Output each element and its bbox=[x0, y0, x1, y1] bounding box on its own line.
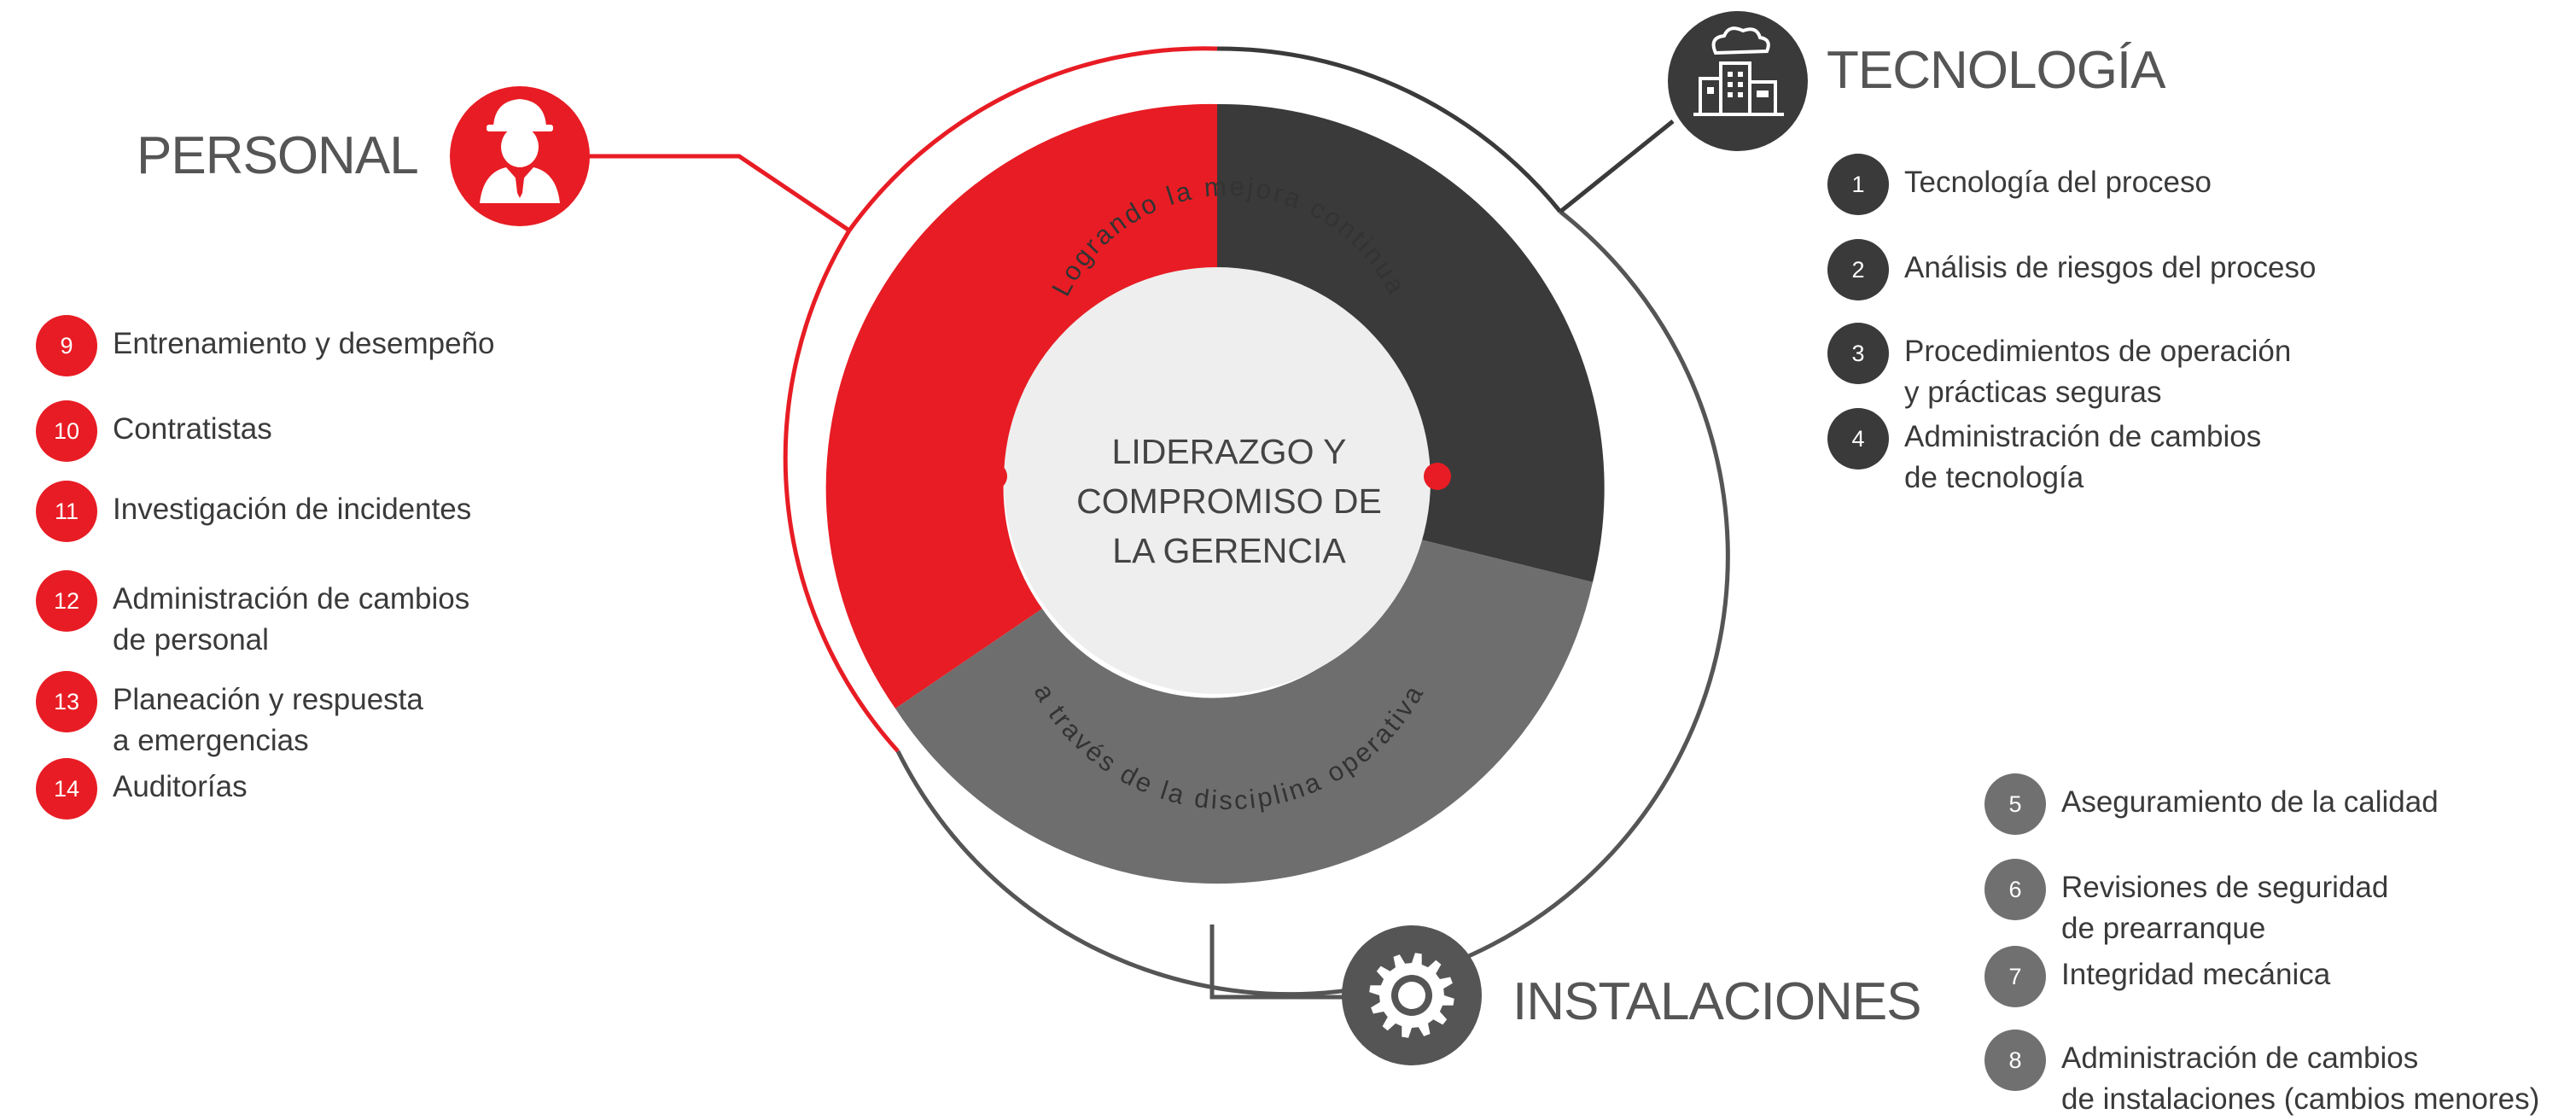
item-number-badge: 6 bbox=[1984, 859, 2046, 920]
center-dot-right bbox=[1424, 463, 1451, 490]
item-number-badge: 8 bbox=[1984, 1030, 2046, 1091]
personal-item: 13 Planeación y respuesta a emergencias bbox=[36, 671, 423, 761]
item-label: Planeación y respuesta a emergencias bbox=[113, 683, 423, 757]
item-label: Investigación de incidentes bbox=[113, 493, 472, 526]
item-number-badge: 4 bbox=[1827, 408, 1889, 470]
outer-ring-red bbox=[847, 46, 1218, 232]
instalaciones-item: 8 Administración de cambios de instalaci… bbox=[1984, 1030, 2539, 1120]
donut-segment-red bbox=[825, 103, 1217, 709]
instalaciones-connector bbox=[1209, 925, 1352, 1000]
item-number-badge: 12 bbox=[36, 570, 97, 632]
item-number-badge: 14 bbox=[36, 758, 97, 820]
item-number-badge: 11 bbox=[36, 481, 97, 542]
factory-icon bbox=[1693, 26, 1784, 116]
item-label: Administración de cambios de personal bbox=[113, 582, 470, 656]
personal-item: 10 Contratistas bbox=[36, 400, 272, 462]
instalaciones-item: 6 Revisiones de seguridad de prearranque bbox=[1984, 859, 2388, 949]
instalaciones-item: 5 Aseguramiento de la calidad bbox=[1984, 773, 2439, 835]
item-label: Integridad mecánica bbox=[2061, 958, 2331, 991]
item-number-badge: 2 bbox=[1827, 239, 1889, 300]
item-label: Aseguramiento de la calidad bbox=[2061, 785, 2439, 819]
gear-hub bbox=[1398, 982, 1425, 1009]
personal-item: 11 Investigación de incidentes bbox=[36, 481, 471, 542]
item-number-badge: 13 bbox=[36, 671, 97, 732]
center-dot-left bbox=[980, 463, 1007, 490]
donut-segment-dark bbox=[1217, 103, 1605, 582]
tecnologia-title: TECNOLOGÍA bbox=[1827, 41, 2166, 100]
donut-segment-gray bbox=[895, 538, 1593, 884]
item-label: Revisiones de seguridad de prearranque bbox=[2061, 871, 2389, 945]
item-label: Contratistas bbox=[113, 412, 272, 446]
item-label: Auditorías bbox=[113, 770, 248, 803]
outer-ring-red-left bbox=[783, 229, 900, 753]
item-label: Administración de cambios de tecnología bbox=[1904, 420, 2262, 494]
item-number-badge: 3 bbox=[1827, 323, 1889, 384]
personal-connector bbox=[589, 154, 851, 233]
item-number-badge: 5 bbox=[1984, 773, 2046, 835]
item-label: Tecnología del proceso bbox=[1904, 166, 2212, 199]
outer-ring-gray bbox=[895, 210, 1730, 997]
personal-icon-badge bbox=[450, 86, 590, 226]
item-number-badge: 9 bbox=[36, 315, 97, 376]
tecnologia-item: 4 Administración de cambios de tecnologí… bbox=[1827, 408, 2261, 499]
personal-item: 12 Administración de cambios de personal bbox=[36, 570, 469, 661]
item-number-badge: 1 bbox=[1827, 154, 1889, 215]
personal-title: PERSONAL bbox=[137, 126, 419, 185]
item-label: Procedimientos de operación y prácticas … bbox=[1904, 335, 2292, 409]
center-disc bbox=[1004, 267, 1431, 694]
personal-item: 14 Auditorías bbox=[36, 758, 248, 820]
instalaciones-item: 7 Integridad mecánica bbox=[1984, 946, 2330, 1007]
personal-item: 9 Entrenamiento y desempeño bbox=[36, 315, 495, 376]
center-title: LIDERAZGO Y COMPROMISO DE LA GERENCIA bbox=[1076, 432, 1382, 570]
tecnologia-connector bbox=[1559, 120, 1675, 213]
outer-ring-dark bbox=[1216, 46, 1562, 213]
tecnologia-icon-badge bbox=[1668, 11, 1808, 151]
item-number-badge: 10 bbox=[36, 400, 97, 462]
item-label: Entrenamiento y desempeño bbox=[113, 327, 495, 360]
gear-icon bbox=[1369, 953, 1454, 1038]
item-label: Administración de cambios de instalacion… bbox=[2061, 1041, 2540, 1116]
instalaciones-icon-badge bbox=[1342, 925, 1482, 1065]
instalaciones-title: INSTALACIONES bbox=[1512, 972, 1922, 1031]
item-label: Análisis de riesgos del proceso bbox=[1904, 251, 2317, 284]
worker-with-helmet-icon bbox=[480, 99, 560, 203]
item-number-badge: 7 bbox=[1984, 946, 2046, 1007]
tecnologia-item: 3 Procedimientos de operación y práctica… bbox=[1827, 323, 2291, 413]
tecnologia-item: 1 Tecnología del proceso bbox=[1827, 154, 2212, 215]
tecnologia-item: 2 Análisis de riesgos del proceso bbox=[1827, 239, 2316, 300]
